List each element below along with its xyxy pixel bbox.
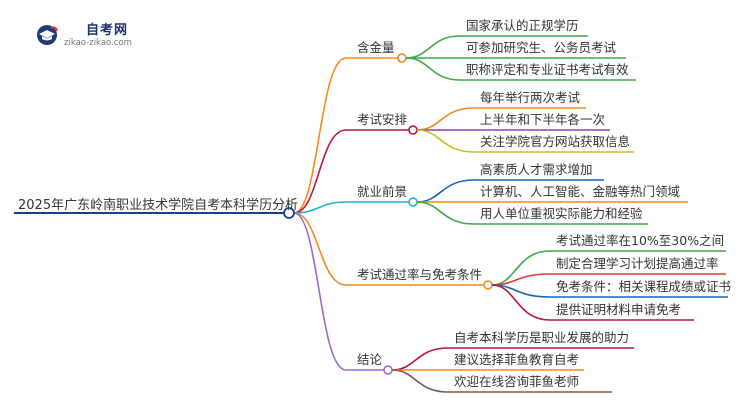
branch-tongguolv-label: 考试通过率与免考条件 [357,267,483,282]
branch-tongguolv-leaf-2-label: 制定合理学习计划提高通过率 [556,256,719,271]
branch-jiuye-qianjing-node [408,197,418,207]
logo-subtitle: zikao-zikao.com [64,38,132,48]
logo-title: 自考网 [86,23,129,38]
branch-jiuye-qianjing-leaf-3-label: 用人单位重视实际能力和经验 [480,206,643,221]
branch-hanjinliang-node [397,53,407,63]
branch-tongguolv-leaf-1-label: 考试通过率在10%至30%之间 [556,233,725,248]
branch-tongguolv-connector [293,212,347,286]
branch-tongguolv-leaf-4-connector [491,284,694,321]
root-node-label: 2025年广东岭南职业技术学院自考本科学历分析 [18,198,299,213]
branch-kaoshi-anpai-leaf-3-label: 关注学院官方网站获取信息 [480,134,631,149]
branch-jiuye-qianjing-label: 就业前景 [357,184,408,199]
branch-jiuye-qianjing-leaf-3-connector [416,201,648,225]
branch-jielun-connector [293,212,347,371]
branch-jielun-node [383,365,393,375]
branch-jiuye-qianjing-leaf-2-label: 计算机、人工智能、金融等热门领域 [480,184,681,199]
branch-jielun-leaf-2-label: 建议选择菲鱼教育自考 [454,352,580,367]
branch-kaoshi-anpai-leaf-2-label: 上半年和下半年各一次 [480,112,606,127]
branch-tongguolv-node [483,280,493,290]
site-logo[interactable]: 自考网 zikao-zikao.com [26,16,146,50]
branch-kaoshi-anpai-leaf-1-label: 每年举行两次考试 [480,90,581,105]
branch-tongguolv-leaf-3-label: 免考条件：相关课程成绩或证书 [556,279,732,294]
branch-hanjinliang-connector [293,57,347,214]
branch-jielun-leaf-1-label: 自考本科学历是职业发展的助力 [454,330,630,345]
root-node [283,207,295,219]
branch-hanjinliang-leaf-3-connector [405,57,636,81]
branch-jielun-leaf-3-label: 欢迎在线咨询菲鱼老师 [454,374,580,389]
branch-kaoshi-anpai-node [408,125,418,135]
branch-tongguolv-leaf-4-label: 提供证明材料申请免考 [556,302,682,317]
branch-hanjinliang-leaf-3-label: 职称评定和专业证书考试有效 [466,62,629,77]
branch-hanjinliang-leaf-1-label: 国家承认的正规学历 [466,18,579,33]
branch-hanjinliang-label: 含金量 [357,40,395,55]
branch-kaoshi-anpai-label: 考试安排 [357,112,408,127]
branch-jielun-leaf-3-connector [391,369,612,393]
branch-tongguolv-leaf-1-connector [491,250,726,286]
branch-jielun-label: 结论 [357,352,383,367]
branch-kaoshi-anpai-connector [293,129,347,214]
branch-kaoshi-anpai-leaf-3-connector [416,129,634,153]
branch-jiuye-qianjing-connector [293,201,347,214]
branch-jiuye-qianjing-leaf-1-label: 高素质人才需求增加 [480,162,593,177]
graduation-cap-icon [37,25,58,45]
branch-hanjinliang-leaf-2-label: 可参加研究生、公务员考试 [466,40,617,55]
branch-tongguolv-leaf-2-connector [491,273,726,286]
